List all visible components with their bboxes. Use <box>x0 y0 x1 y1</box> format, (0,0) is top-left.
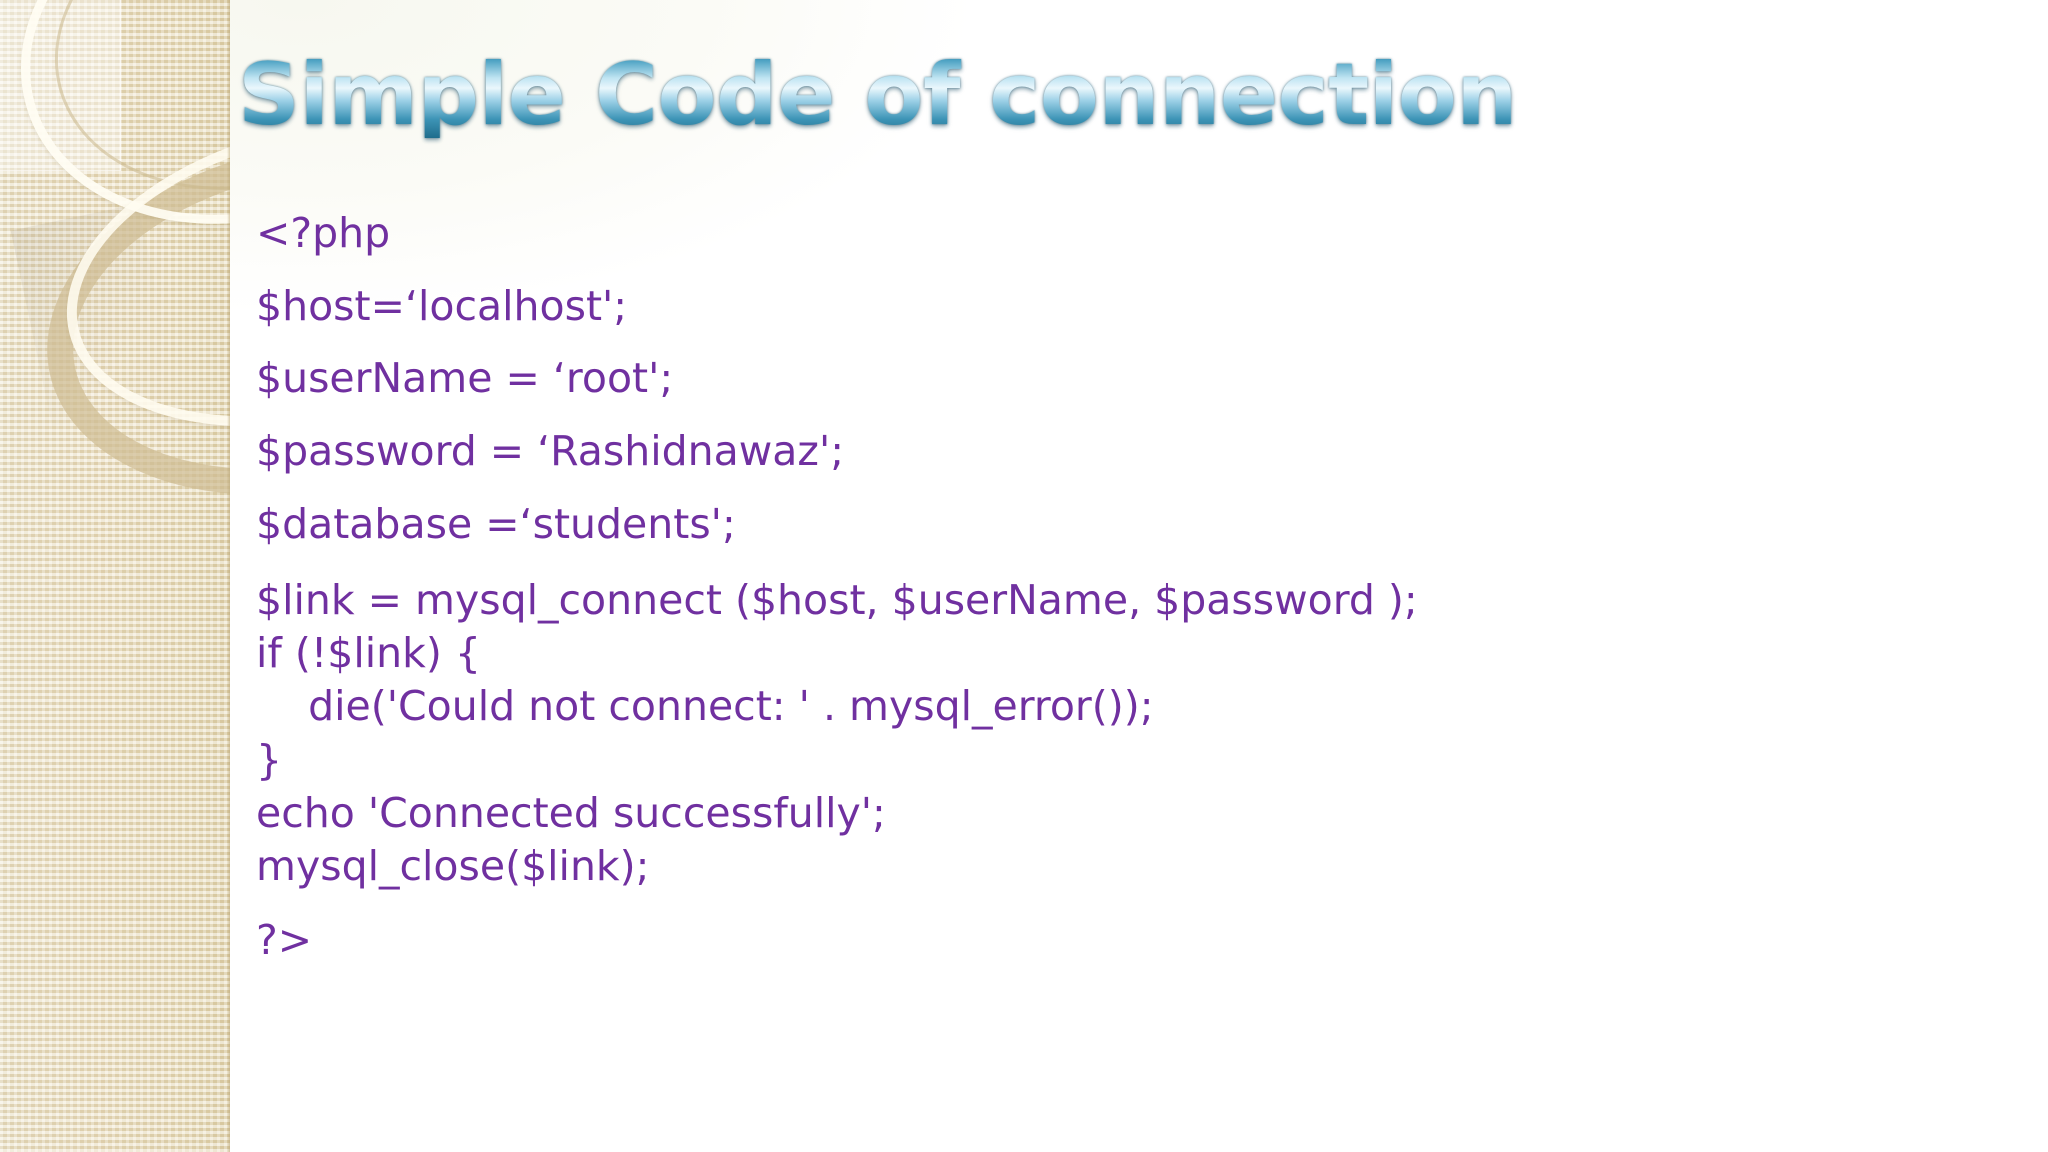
code-line: $link = mysql_connect ($host, $userName,… <box>256 575 1418 624</box>
code-line: <?php <box>256 209 391 257</box>
code-line: if (!$link) { <box>256 628 481 677</box>
sidebar-top-panel <box>0 0 121 171</box>
sidebar-edge <box>227 0 230 1152</box>
code-line: $host=‘localhost'; <box>256 281 628 330</box>
code-line: echo 'Connected successfully'; <box>256 788 886 837</box>
decorative-sidebar <box>0 0 230 1152</box>
code-line: $userName = ‘root'; <box>256 354 674 403</box>
code-line: $password = ‘Rashidnawaz'; <box>256 427 845 476</box>
code-line: ?> <box>256 916 313 965</box>
code-line: } <box>256 735 283 784</box>
sidebar-texture <box>0 0 230 1152</box>
code-block: <?php $host=‘localhost'; $userName = ‘root… <box>256 210 1996 990</box>
code-line: die('Could not connect: ' . mysql_error(… <box>256 682 1154 731</box>
code-line: mysql_close($link); <box>256 842 650 891</box>
page-title: Simple Code of connection <box>238 52 1838 138</box>
code-line: $database =‘students'; <box>256 499 736 548</box>
